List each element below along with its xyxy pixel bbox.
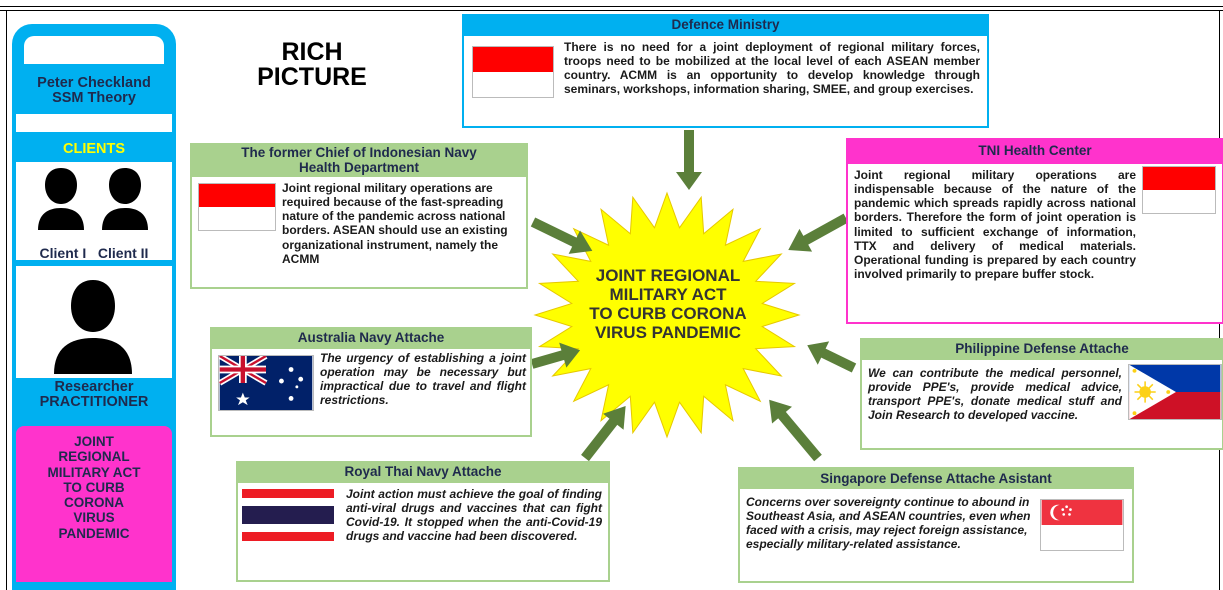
defence-ministry-box: Defence Ministry There is no need for a …: [462, 14, 989, 128]
researcher-label: Researcher PRACTITIONER: [39, 379, 149, 411]
clients-area: [16, 162, 172, 260]
australia-flag: [218, 355, 314, 411]
box-text: Concerns over sovereignty continue to ab…: [746, 495, 1031, 552]
arrow-defence: [676, 130, 702, 190]
center-starburst: [533, 191, 801, 439]
indonesia-flag: [1142, 166, 1216, 214]
left-border-line: [6, 10, 7, 590]
indonesia-flag: [198, 183, 276, 231]
arrow-tni: [788, 213, 849, 252]
australia-attache-box: Australia Navy Attache The urgency of es…: [210, 327, 532, 437]
singapore-attache-box: Singapore Defense Attache Asistant Conce…: [738, 467, 1134, 583]
top-border-line-2: [0, 10, 1223, 11]
box-header: The former Chief of Indonesian Navy Heal…: [192, 145, 526, 177]
method-label: Peter Checkland SSM Theory: [37, 75, 151, 107]
box-text: Joint action must achieve the goal of fi…: [346, 487, 602, 544]
box-header: Royal Thai Navy Attache: [238, 463, 608, 483]
box-header: Singapore Defense Attache Asistant: [740, 469, 1132, 489]
singapore-flag: [1040, 499, 1124, 551]
panel-blank-strip: [16, 114, 172, 132]
tni-health-center-box: TNI Health Center Joint regional militar…: [846, 138, 1223, 324]
box-text: Joint regional military operations are r…: [282, 181, 508, 266]
box-header: Philippine Defense Attache: [862, 340, 1222, 360]
box-text: The urgency of establishing a joint oper…: [320, 351, 526, 408]
client-labels: Client I Client II: [12, 246, 176, 261]
client1-icon: [36, 166, 86, 230]
center-topic: JOINT REGIONAL MILITARY ACT TO CURB CORO…: [589, 266, 747, 343]
arrow-philippine: [807, 341, 857, 373]
arrow-former-chief: [530, 217, 593, 254]
top-border-line: [0, 6, 1223, 7]
box-text: We can contribute the medical personnel,…: [868, 366, 1122, 423]
panel-top-blank: [24, 36, 164, 64]
indonesia-flag: [472, 46, 554, 98]
client1-label: Client I: [39, 245, 87, 261]
client2-label: Client II: [97, 245, 149, 261]
thailand-flag: [242, 489, 334, 541]
box-header: Defence Ministry: [464, 16, 987, 36]
client2-icon: [100, 166, 150, 230]
researcher-icon: [50, 276, 136, 374]
box-text: There is no need for a joint deployment …: [564, 40, 980, 97]
box-header: Australia Navy Attache: [212, 329, 530, 349]
former-chief-box: The former Chief of Indonesian Navy Heal…: [190, 143, 528, 289]
royal-thai-attache-box: Royal Thai Navy Attache Joint action mus…: [236, 461, 610, 582]
page-title: RICH PICTURE: [257, 38, 367, 91]
box-text: Joint regional military operations are i…: [854, 168, 1136, 282]
philippine-attache-box: Philippine Defense Attache We can contri…: [860, 338, 1223, 450]
arrow-australia: [530, 342, 581, 369]
topic-label: JOINT REGIONAL MILITARY ACT TO CURB CORO…: [47, 434, 141, 541]
arrow-thai: [581, 405, 626, 462]
topic-box: JOINT REGIONAL MILITARY ACT TO CURB CORO…: [16, 426, 172, 582]
philippines-flag: [1128, 364, 1222, 420]
clients-label: CLIENTS: [62, 141, 126, 157]
arrow-singapore: [769, 399, 822, 462]
box-header: TNI Health Center: [848, 140, 1222, 164]
